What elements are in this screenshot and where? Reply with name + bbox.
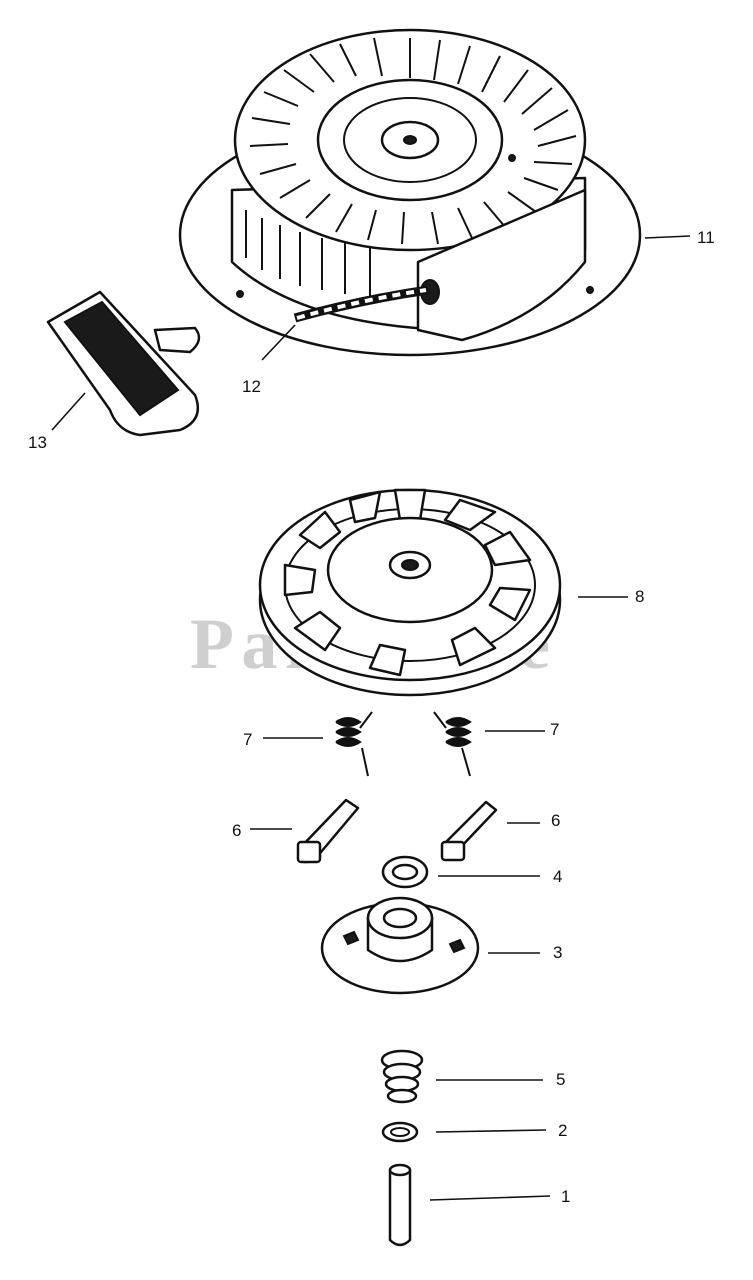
callout-6-left: 6 xyxy=(232,821,241,840)
callout-labels: 11 12 13 8 7 7 6 6 4 3 5 2 1 xyxy=(28,228,715,1206)
callout-2: 2 xyxy=(558,1121,567,1140)
callout-6-right: 6 xyxy=(551,811,560,830)
pawl-right[interactable] xyxy=(440,800,498,862)
center-pin[interactable] xyxy=(388,1163,412,1247)
callout-3: 3 xyxy=(553,943,562,962)
callout-13: 13 xyxy=(28,433,47,452)
callout-5: 5 xyxy=(556,1070,565,1089)
callout-7-left: 7 xyxy=(243,730,252,749)
callout-11: 11 xyxy=(697,228,715,247)
pawl-spring-right[interactable] xyxy=(433,711,472,777)
starter-rope[interactable] xyxy=(293,285,429,323)
callout-7-right: 7 xyxy=(550,720,559,739)
callout-8: 8 xyxy=(635,587,644,606)
pawl-spring-left[interactable] xyxy=(335,711,373,777)
callout-4: 4 xyxy=(553,867,562,886)
pawl-retainer[interactable] xyxy=(320,896,480,995)
starter-handle[interactable] xyxy=(46,290,201,437)
starter-housing[interactable] xyxy=(178,28,642,357)
leader-lines xyxy=(51,235,691,1201)
callout-1: 1 xyxy=(561,1187,570,1206)
rope-pulley[interactable] xyxy=(258,488,562,697)
washer[interactable] xyxy=(381,855,429,889)
small-washer[interactable] xyxy=(381,1121,419,1143)
brake-spring[interactable] xyxy=(380,1049,424,1104)
callout-12: 12 xyxy=(242,377,261,396)
pawl-left[interactable] xyxy=(296,798,360,864)
